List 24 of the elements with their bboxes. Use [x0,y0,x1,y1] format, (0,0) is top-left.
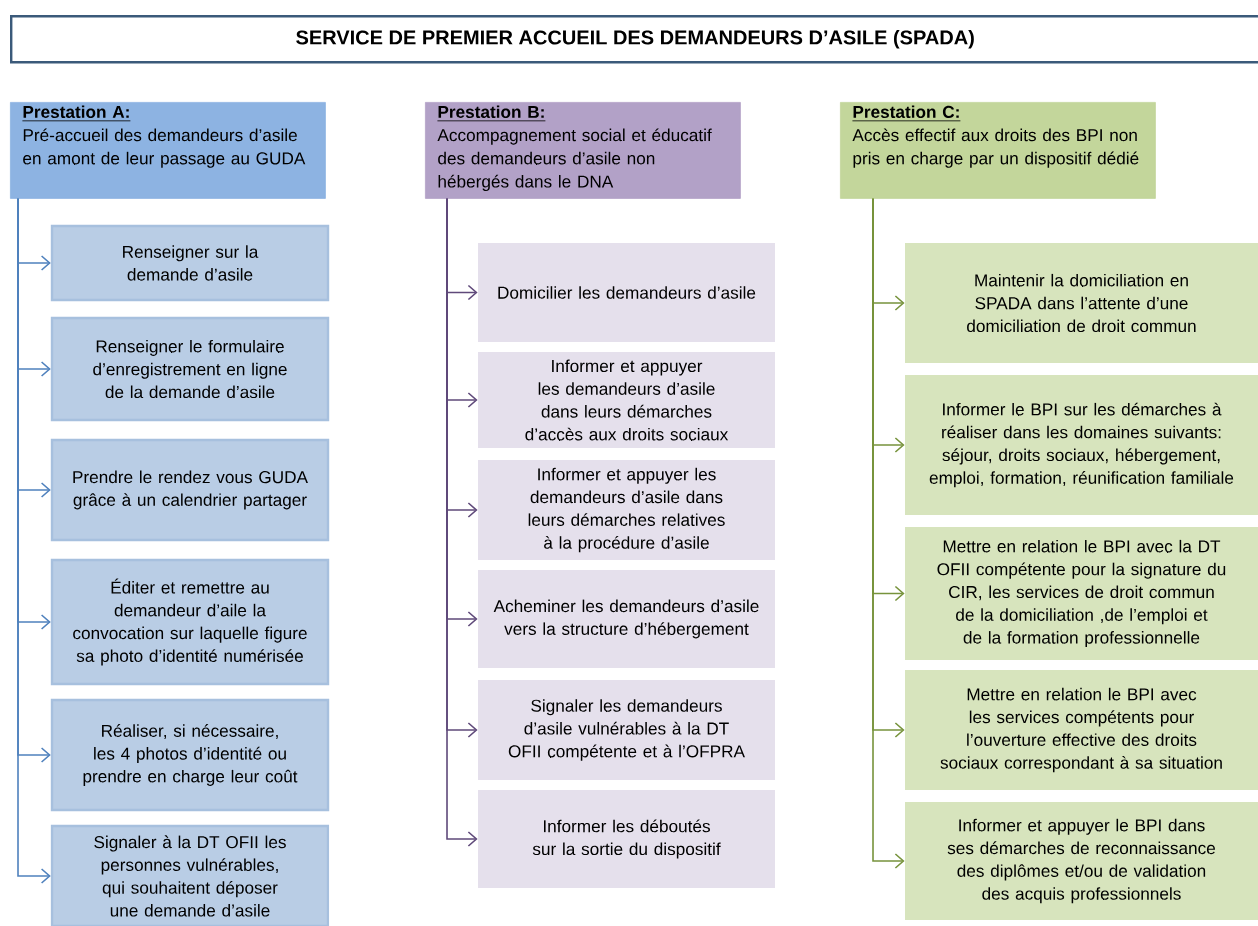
step-box: Domicilier les demandeurs d’asile [478,243,775,342]
step-box: Éditer et remettre au demandeur d’aile la convocation sur laquelle figure sa photo d’identité numérisée [50,558,330,686]
step-box: Renseigner sur la demande d’asile [50,224,330,302]
heading-box: Prestation C: Accès effectif aux droits des BPI non pris en charge par un dispositif dédié [840,102,1156,199]
step-box: Informer le BPI sur les démarches à réaliser dans les domaines suivants: séjour, droits sociaux, hébergement, emploi, formation, réunification familiale [905,375,1258,515]
arrow [872,198,905,869]
heading-box: Prestation B: Accompagnement social et éducatif des demandeurs d’asile non hébergés dans le DNA [425,102,741,199]
step-box: Informer et appuyer les demandeurs d’asile dans leurs démarches relatives à la procédure d’asile [478,460,775,560]
step-box: Mettre en relation le BPI avec la DT OFII compétente pour la signature du CIR, les services de droit commun de la domiciliation ,de l’emploi et de la formation professionnelle [905,527,1258,660]
arrow [446,198,478,847]
step-box: Informer les déboutés sur la sortie du dispositif [478,790,775,888]
step-box: Informer et appuyer le BPI dans ses démarches de reconnaissance des diplômes et/ou de validation des acquis professionnels [905,802,1258,920]
step-box: Maintenir la domiciliation en SPADA dans l’attente d’une domiciliation de droit commun [905,243,1258,363]
step-box: Mettre en relation le BPI avec les services compétents pour l’ouverture effective des droits sociaux correspondant à sa situation [905,670,1258,790]
heading-box: Prestation A: Pré-accueil des demandeurs d’asile en amont de leur passage au GUDA [10,102,326,199]
step-box: Acheminer les demandeurs d’asile vers la structure d’hébergement [478,570,775,668]
arrow [17,198,51,884]
step-box: Informer et appuyer les demandeurs d’asile dans leurs démarches d’accès aux droits sociaux [478,352,775,448]
step-box: Prendre le rendez vous GUDA grâce à un calendrier partager [50,438,330,542]
title-box: SERVICE DE PREMIER ACCUEIL DES DEMANDEURS D’ASILE (SPADA) [10,15,1258,64]
step-box: Signaler à la DT OFII les personnes vulnérables, qui souhaitent déposer une demande d’asile [50,824,330,926]
step-box: Réaliser, si nécessaire, les 4 photos d’identité ou prendre en charge leur coût [50,698,330,812]
step-box: Renseigner le formulaire d’enregistrement en ligne de la demande d’asile [50,316,330,422]
step-box: Signaler les demandeurs d’asile vulnérables à la DT OFII compétente et à l’OFPRA [478,680,775,780]
